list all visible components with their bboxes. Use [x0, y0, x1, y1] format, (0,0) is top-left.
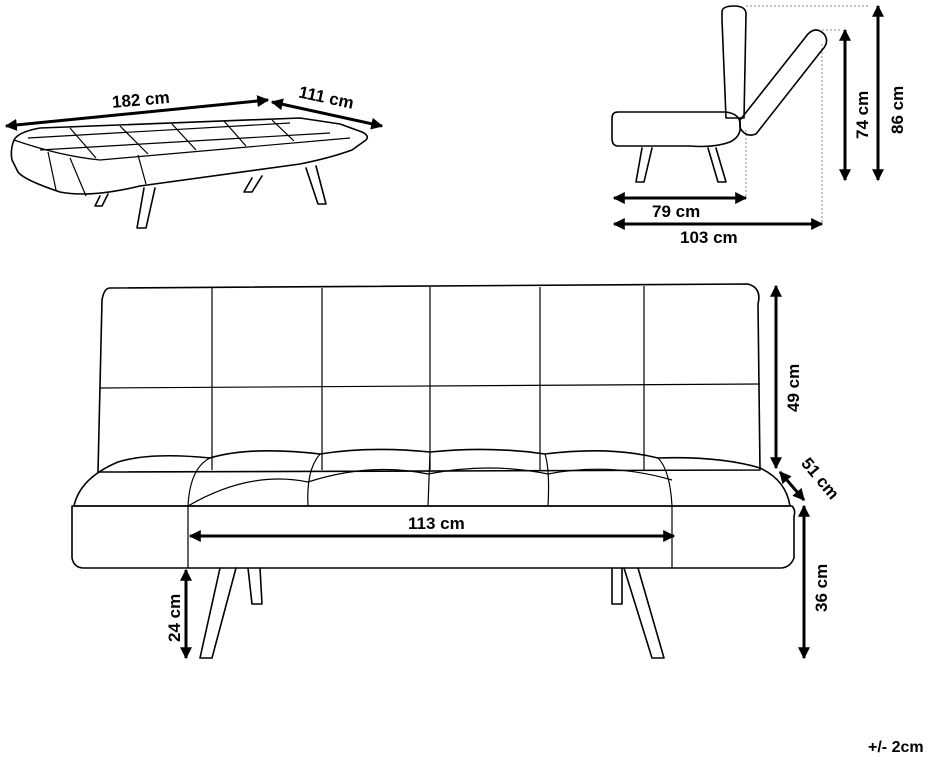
bed-leg: [305, 165, 327, 205]
bed-leg: [94, 193, 109, 207]
front-leg: [623, 567, 665, 659]
side-backrest-upright: [721, 5, 747, 119]
front-backrest: [97, 283, 761, 473]
bed-leg: [136, 187, 156, 229]
side-backrest-reclined: [739, 29, 828, 136]
dim-front-seat-depth: [778, 471, 806, 501]
label-front-back-height: 49 cm: [784, 364, 803, 412]
front-seat: [73, 448, 791, 507]
front-leg: [247, 567, 263, 605]
label-side-seat-depth: 79 cm: [652, 202, 700, 221]
side-leg: [635, 147, 653, 183]
label-front-seat-height: 36 cm: [812, 564, 831, 612]
dim-bed-width: [270, 98, 384, 130]
label-front-leg-height: 24 cm: [165, 594, 184, 642]
label-side-total-height: 86 cm: [888, 86, 907, 134]
label-side-total-depth: 103 cm: [680, 228, 738, 247]
bed-view: 182 cm 111 cm: [4, 83, 384, 229]
bed-mattress: [10, 117, 369, 195]
bed-top-edge: [13, 137, 351, 161]
label-front-seat-width: 113 cm: [408, 514, 465, 533]
front-base: [71, 505, 796, 569]
label-side-reclined-height: 74 cm: [853, 91, 872, 139]
side-view: 74 cm 86 cm 79 cm 103 cm: [611, 4, 907, 247]
side-seat: [611, 111, 742, 148]
label-bed-length: 182 cm: [111, 88, 170, 112]
bed-leg: [243, 175, 263, 193]
front-leg: [199, 567, 237, 659]
side-leg: [707, 147, 727, 183]
front-leg: [611, 567, 623, 605]
dim-bed-length: [4, 95, 270, 131]
front-view: 113 cm 49 cm 51 cm 36 cm 24 cm: [71, 283, 843, 660]
tolerance-note: +/- 2cm: [868, 739, 924, 756]
label-front-seat-depth: 51 cm: [797, 454, 843, 503]
